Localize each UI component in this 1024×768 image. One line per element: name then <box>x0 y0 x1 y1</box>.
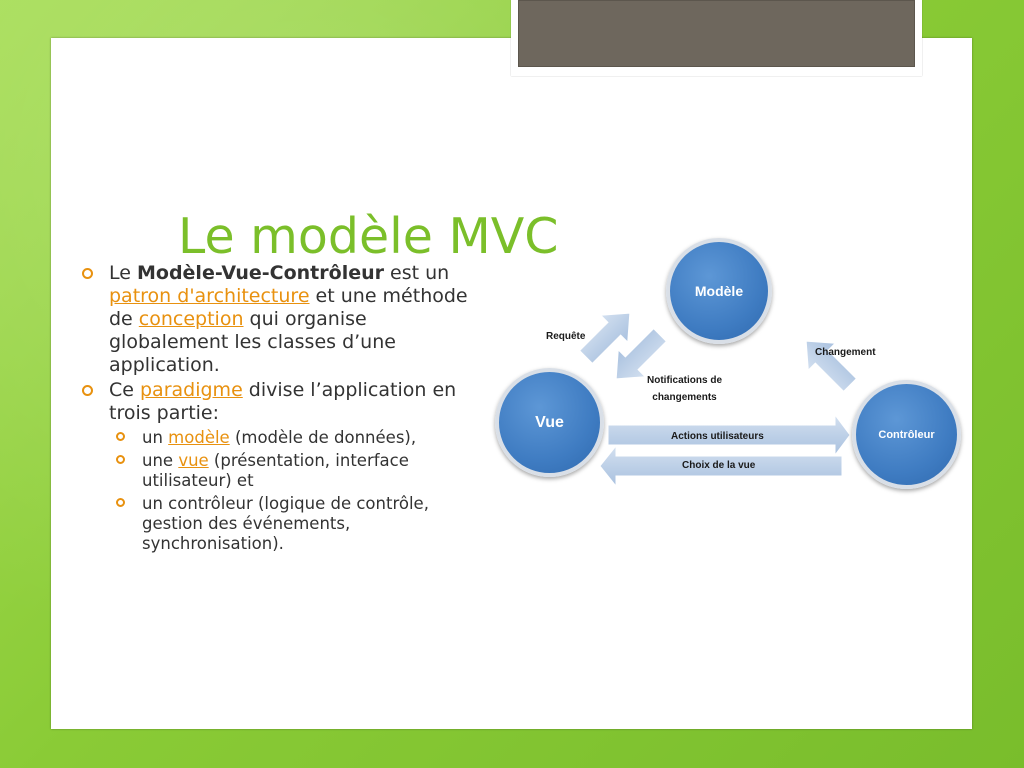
sub-bullet-vue: une vue (présentation, interface utilisa… <box>80 451 470 491</box>
actions-arrow <box>607 413 851 457</box>
notifications-label: Notifications de changements <box>647 375 723 403</box>
slide-panel: Le modèle MVC Le Modèle-Vue-Contrôleur e… <box>51 38 972 729</box>
title-bar-decoration <box>511 0 922 76</box>
bullet-icon <box>82 268 93 279</box>
requete-label: Requête <box>546 331 586 342</box>
link-modele[interactable]: modèle <box>168 428 230 447</box>
mvc-arrows <box>578 312 858 488</box>
slide-content: Le Modèle-Vue-Contrôleur est un patron d… <box>80 262 470 557</box>
link-vue[interactable]: vue <box>178 451 209 470</box>
title-bar-inner <box>518 0 915 67</box>
slide-title: Le modèle MVC <box>178 208 559 265</box>
vue-node: Vue <box>495 368 604 477</box>
modele-node: Modèle <box>666 238 772 344</box>
bullet-icon <box>116 432 125 441</box>
bullet-icon <box>116 455 125 464</box>
controleur-node: Contrôleur <box>852 380 961 489</box>
choix-arrow <box>599 444 843 488</box>
choix-label: Choix de la vue <box>682 460 756 471</box>
changement-label: Changement <box>815 347 876 358</box>
mvc-diagram: Modèle Vue Contrôleur Requête Changement… <box>490 235 970 490</box>
changement-arrow <box>805 340 858 393</box>
requete-arrow <box>578 312 631 365</box>
sub-bullet-controleur: un contrôleur (logique de contrôle, gest… <box>80 494 470 554</box>
link-patron-architecture[interactable]: patron d'architecture <box>109 285 310 307</box>
link-conception[interactable]: conception <box>138 308 244 330</box>
mvc-term: Modèle-Vue-Contrôleur <box>136 262 384 284</box>
bullet-mvc-definition: Le Modèle-Vue-Contrôleur est un patron d… <box>80 262 470 377</box>
bullet-icon <box>116 498 125 507</box>
actions-label: Actions utilisateurs <box>671 431 764 442</box>
link-paradigme[interactable]: paradigme <box>140 379 243 401</box>
bullet-paradigme: Ce paradigme divise l’application en tro… <box>80 379 470 425</box>
bullet-icon <box>82 385 93 396</box>
sub-bullet-modele: un modèle (modèle de données), <box>80 428 470 448</box>
notifications-arrow <box>615 327 668 380</box>
